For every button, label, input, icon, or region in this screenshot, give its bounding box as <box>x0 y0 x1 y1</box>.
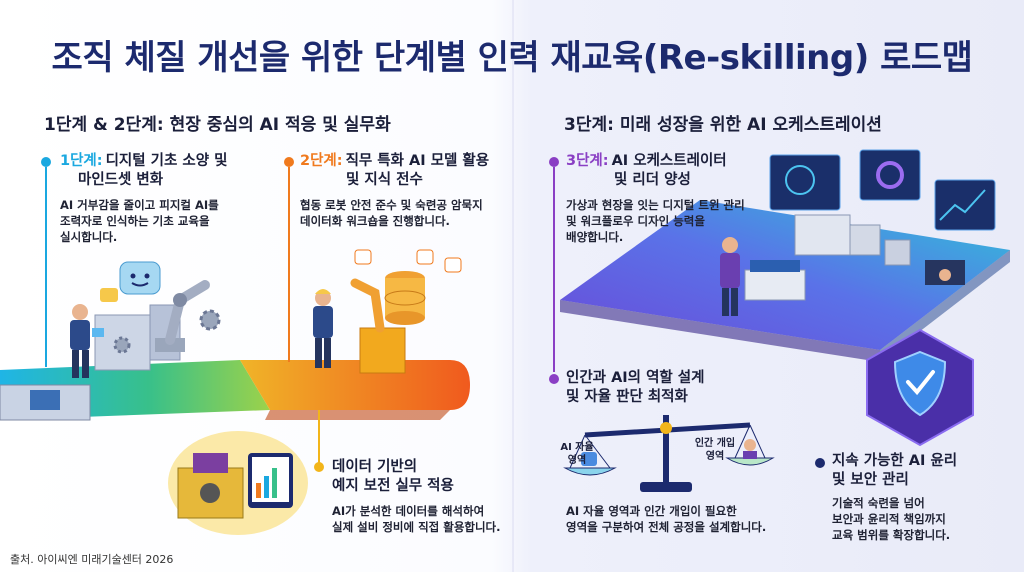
worker-icon <box>313 289 333 368</box>
ethics-dot <box>815 458 825 468</box>
shield-illustration <box>866 328 974 447</box>
predictive-illustration <box>168 431 308 535</box>
stage1-illustration <box>0 261 221 421</box>
section-divider <box>512 0 514 572</box>
operator-desk-icon <box>925 260 965 285</box>
worker-icon <box>70 304 104 378</box>
page-title: 조직 체질 개선을 위한 단계별 인력 재교육(Re-skilling) 로드맵 <box>51 38 973 78</box>
left-section-title: 1단계 & 2단계: 현장 중심의 AI 적응 및 실무화 <box>44 115 391 135</box>
robot-arm-icon <box>350 278 406 374</box>
right-section-title: 3단계: 미래 성장을 위한 AI 오케스트레이션 <box>564 115 882 135</box>
dashboard-screen-icon <box>769 149 996 231</box>
stage2-line <box>288 167 290 362</box>
shield-check-icon <box>893 350 947 417</box>
role-design-dot <box>549 374 559 384</box>
stage3-heading-line1: AI 오케스트레이터 <box>611 153 727 169</box>
factory-icon <box>794 214 911 266</box>
database-icon <box>384 271 426 325</box>
stage2-heading-line2: 및 지식 전수 <box>346 172 423 188</box>
balance-scale-icon <box>563 415 775 492</box>
stage1-heading-line2: 마인드셋 변화 <box>78 172 164 188</box>
stage3-dot <box>549 157 559 167</box>
chat-bubble-icon <box>100 261 161 302</box>
stage1-dot <box>41 157 51 167</box>
robot-arm-icon <box>155 280 210 352</box>
stage2-heading: 2단계:직무 특화 AI 모델 활용 및 지식 전수 <box>300 152 510 190</box>
tablet-chart-icon <box>248 453 293 508</box>
predictive-line <box>318 410 320 465</box>
stage3-line <box>553 167 555 372</box>
machine-icon <box>0 384 91 421</box>
gear-icon <box>113 309 221 354</box>
stage2-dot <box>284 157 294 167</box>
stage2-illustration <box>313 249 462 374</box>
predictive-dot <box>314 462 324 472</box>
person-icon <box>743 439 757 459</box>
source-caption: 출처. 아이씨엔 미래기술센터 2026 <box>10 553 174 566</box>
stage2-heading-line1: 직무 특화 AI 모델 활용 <box>345 153 490 169</box>
machine-icon <box>177 453 244 519</box>
stage1-number: 1단계: <box>60 153 103 169</box>
stage3-heading-line2: 및 리더 양성 <box>614 172 691 188</box>
worker-icon <box>720 237 740 316</box>
robot-icon <box>581 452 597 466</box>
stage3-heading: 3단계:AI 오케스트레이터 및 리더 양성 <box>566 152 766 190</box>
stage2-number: 2단계: <box>300 153 343 169</box>
stage1-line <box>45 167 47 367</box>
stage1-heading-line1: 디지털 기초 소양 및 <box>105 153 228 169</box>
balance-scale-illustration <box>563 415 775 492</box>
stage1-heading: 1단계:디지털 기초 소양 및 마인드셋 변화 <box>60 152 260 190</box>
control-console-icon <box>744 260 806 301</box>
stage3-number: 3단계: <box>566 153 609 169</box>
stage3-illustration <box>720 149 996 316</box>
